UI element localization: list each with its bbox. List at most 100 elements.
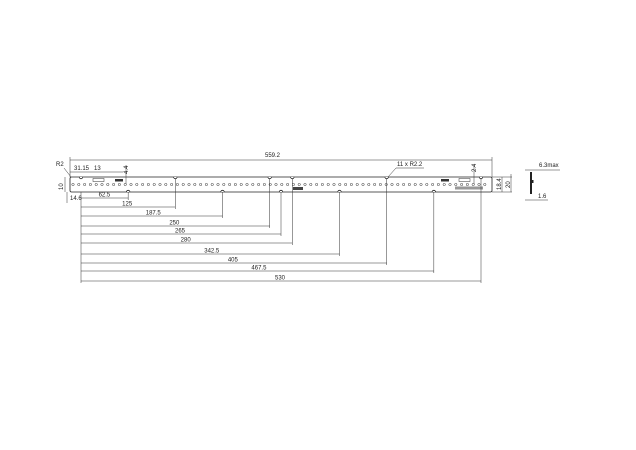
led <box>239 183 243 186</box>
led <box>349 183 353 186</box>
certification-marks <box>455 186 483 190</box>
dim-530: 530 <box>81 179 482 283</box>
led <box>204 183 208 186</box>
notches <box>78 176 484 193</box>
connector-left <box>92 178 123 182</box>
led <box>199 183 203 186</box>
logo-mark <box>293 187 303 190</box>
led <box>442 183 446 186</box>
dim-overall-length: 559.2 <box>69 153 493 177</box>
led <box>164 183 168 186</box>
dim-label: 20 <box>506 181 512 188</box>
dim-label: 265 <box>175 229 186 235</box>
dim-265: 265 <box>81 192 282 236</box>
notch <box>267 176 272 180</box>
led <box>152 183 156 186</box>
led <box>436 183 440 186</box>
led <box>135 183 139 186</box>
led <box>402 183 406 186</box>
dim-label: 530 <box>275 276 286 282</box>
led <box>210 183 214 186</box>
board-outline <box>69 176 493 193</box>
led <box>413 183 417 186</box>
led <box>297 183 301 186</box>
dim-187.5: 187.5 <box>81 192 223 218</box>
led <box>106 183 110 186</box>
led <box>175 183 179 186</box>
dim-label: 10 <box>59 183 65 190</box>
dim-label: 125 <box>122 202 133 208</box>
dim-label: 14.6 <box>70 196 82 202</box>
dim-label: 559.2 <box>265 153 281 159</box>
led <box>367 183 371 186</box>
led <box>94 183 98 186</box>
notch <box>220 189 225 193</box>
dim-label: 1.6 <box>538 194 547 200</box>
connector-right <box>441 178 471 182</box>
led <box>222 183 226 186</box>
led <box>315 183 319 186</box>
led <box>390 183 394 186</box>
led <box>71 183 75 186</box>
led <box>361 183 365 186</box>
led <box>396 183 400 186</box>
notch <box>78 176 84 180</box>
led <box>257 183 261 186</box>
dim-label: 250 <box>169 221 180 227</box>
notch <box>478 176 484 180</box>
dim-62.5: 62.5 <box>81 192 129 200</box>
notch <box>384 176 389 180</box>
led <box>448 183 452 186</box>
dim-label: 342.5 <box>204 249 220 255</box>
notch <box>290 176 295 180</box>
led <box>344 183 348 186</box>
dim-label: 2.4 <box>472 163 478 172</box>
led <box>170 183 174 186</box>
led <box>303 183 307 186</box>
dim-250: 250 <box>81 179 270 228</box>
led <box>112 183 116 186</box>
notch <box>431 189 436 193</box>
dim-280: 280 <box>81 179 293 245</box>
dim-label: 31.15 <box>74 166 90 172</box>
dim-label: 62.5 <box>99 193 111 199</box>
notch <box>173 176 178 180</box>
led <box>454 183 458 186</box>
led <box>268 183 272 186</box>
side-view: 6.3max 1.6 <box>525 163 560 201</box>
led <box>280 183 284 186</box>
dim-342.5: 342.5 <box>81 192 340 256</box>
led <box>465 183 469 186</box>
dim-label: 405 <box>228 258 239 264</box>
led <box>338 183 342 186</box>
led <box>77 183 81 186</box>
dim-467.5: 467.5 <box>81 192 435 273</box>
led <box>83 183 87 186</box>
dim-label: 187.5 <box>146 211 162 217</box>
led <box>460 183 464 186</box>
led <box>378 183 382 186</box>
led <box>117 183 121 186</box>
led <box>216 183 220 186</box>
led <box>326 183 330 186</box>
dim-label: 13 <box>94 166 101 172</box>
led <box>407 183 411 186</box>
led <box>274 183 278 186</box>
left-dims: 10 14.6 <box>59 177 82 203</box>
led <box>187 183 191 186</box>
dim-label: 280 <box>181 238 192 244</box>
notch <box>278 189 284 193</box>
led <box>233 183 237 186</box>
led <box>286 183 290 186</box>
led <box>419 183 423 186</box>
notch <box>126 189 131 193</box>
led <box>141 183 145 186</box>
top-dims: 31.15 13 4.4 2.4 <box>70 163 478 184</box>
led <box>228 183 232 186</box>
led <box>88 183 92 186</box>
led <box>471 183 475 186</box>
dim-label: 4.4 <box>124 165 130 174</box>
dim-125: 125 <box>81 179 176 209</box>
